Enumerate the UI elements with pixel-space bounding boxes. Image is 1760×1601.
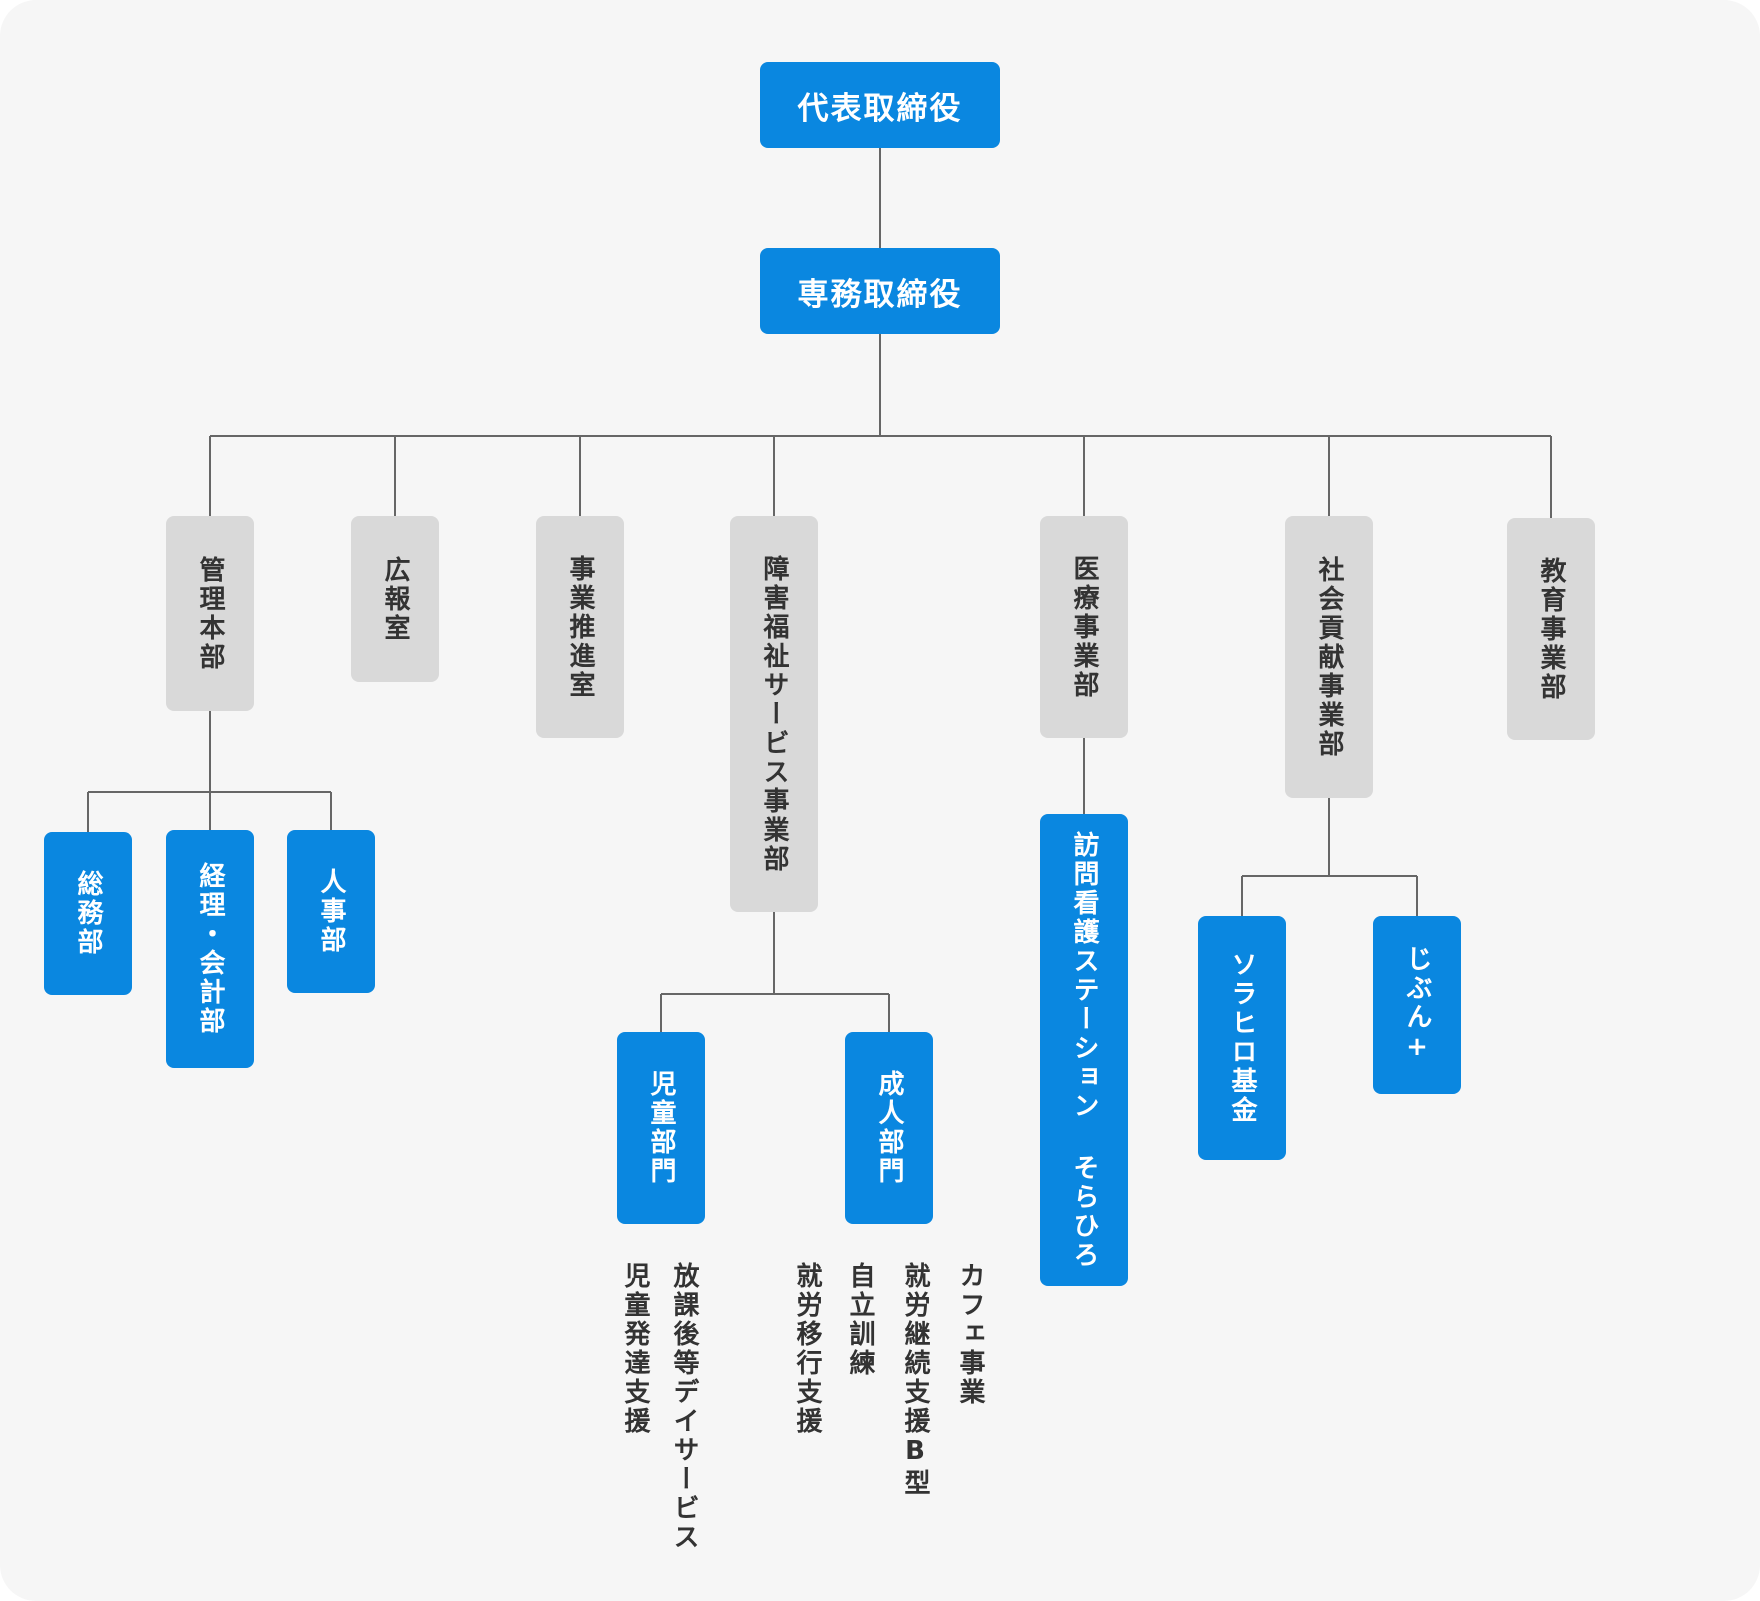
managing-director-box: 専務取締役 [760,248,1000,334]
section-visiting-nursing: 訪問看護ステーション そらひろ [1040,814,1128,1286]
section-children: 児童部門 [617,1032,705,1224]
service-employment-b: 就労継続支援B型 [900,1262,930,1498]
section-general-affairs: 総務部 [44,832,132,995]
representative-director-box: 代表取締役 [760,62,1000,148]
section-fund: ソラヒロ基金 [1198,916,1286,1160]
service-employment-transition: 就労移行支援 [792,1262,822,1436]
department-welfare: 障害福祉サービス事業部 [730,516,818,912]
service-independence-training: 自立訓練 [845,1262,875,1378]
department-medical: 医療事業部 [1040,516,1128,738]
department-business-promotion: 事業推進室 [536,516,624,738]
service-cafe: カフェ事業 [955,1262,985,1407]
service-child-development: 児童発達支援 [620,1262,650,1436]
department-social: 社会貢献事業部 [1285,516,1373,798]
department-pr: 広報室 [351,516,439,682]
department-education: 教育事業部 [1507,518,1595,740]
section-hr: 人事部 [287,830,375,993]
department-admin: 管理本部 [166,516,254,711]
section-accounting: 経理・会計部 [166,830,254,1068]
section-adults: 成人部門 [845,1032,933,1224]
service-after-school-day: 放課後等デイサービス [669,1262,699,1552]
section-jibun-plus: じぶん+ [1373,916,1461,1094]
